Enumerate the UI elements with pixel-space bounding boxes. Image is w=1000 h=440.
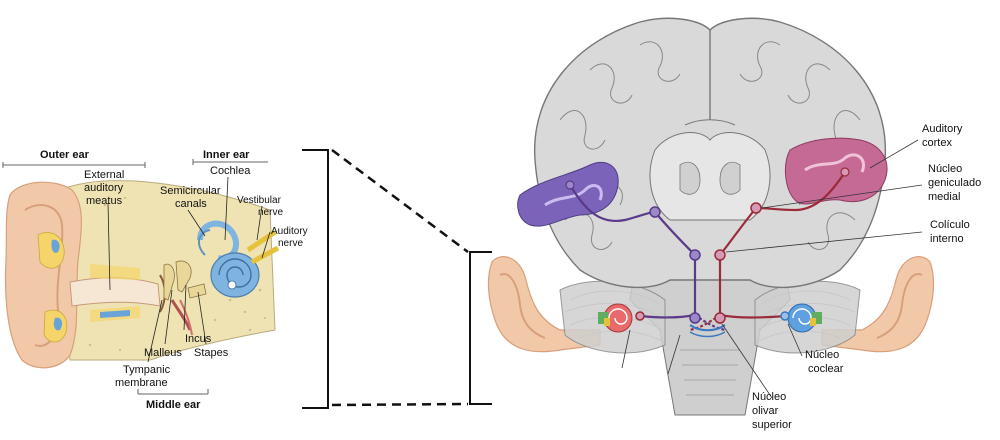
ear-anatomy-illustration: Outer ear Inner ear Middle ear External … [2,149,310,411]
label-middle-ear: Middle ear [146,399,201,411]
incus [175,260,192,293]
inner-ear [197,220,280,298]
cochlea-right-side [787,303,822,333]
right-square-bracket [469,251,492,405]
label-outer-ear: Outer ear [40,149,90,161]
vestibular-nerve [246,229,277,253]
node-mgn-right [750,202,762,214]
thalamus-region [649,132,771,221]
label-coliculo-interno: Colículo interno [930,219,973,245]
label-tympanic-membrane: Tympanic membrane [115,364,173,389]
node-colliculus-left [689,249,701,261]
label-auditory-cortex: Auditory cortex [922,123,965,149]
auditory-nerve-left [250,245,280,265]
node-mgn-left [649,206,661,218]
brain-coronal-section: Auditory cortex Núcleo geniculado medial… [487,17,984,431]
label-inner-ear: Inner ear [203,149,250,161]
label-stapes: Stapes [194,347,229,359]
cochlea-left-side [598,303,633,333]
label-nucleo-coclear: Núcleo coclear [805,349,844,375]
label-nucleo-geniculado-medial: Núcleo geniculado medial [928,163,984,203]
ossicles [163,260,207,336]
label-cochlea: Cochlea [210,165,251,177]
label-malleus: Malleus [144,347,182,359]
node-cochlear-left [635,311,645,321]
malleus [163,263,175,301]
label-vestibular-nerve: Vestibular nerve [237,195,284,218]
label-auditory-nerve: Auditory nerve [271,226,310,249]
node-olive-left [689,312,701,324]
stapes [187,283,207,299]
nuclei-nodes [565,167,850,324]
node-colliculus-right [714,249,726,261]
dashed-connector-top [331,149,469,253]
label-incus: Incus [185,333,212,345]
left-square-bracket [302,149,329,409]
auditory-cortex-right [784,137,888,205]
auditory-cortex-left [517,161,619,227]
ear-canal [69,277,161,307]
label-semicircular-canals: Semicircular canals [160,185,224,210]
dashed-connector-bottom [331,402,469,407]
label-external-auditory-meatus: External auditory meatus [84,169,127,207]
zoom-connector [302,149,492,409]
label-nucleo-olivar-superior: Núcleo olivar superior [752,391,792,431]
pinna [4,181,83,369]
node-olive-right [714,312,726,324]
node-cochlear-right [780,311,790,321]
